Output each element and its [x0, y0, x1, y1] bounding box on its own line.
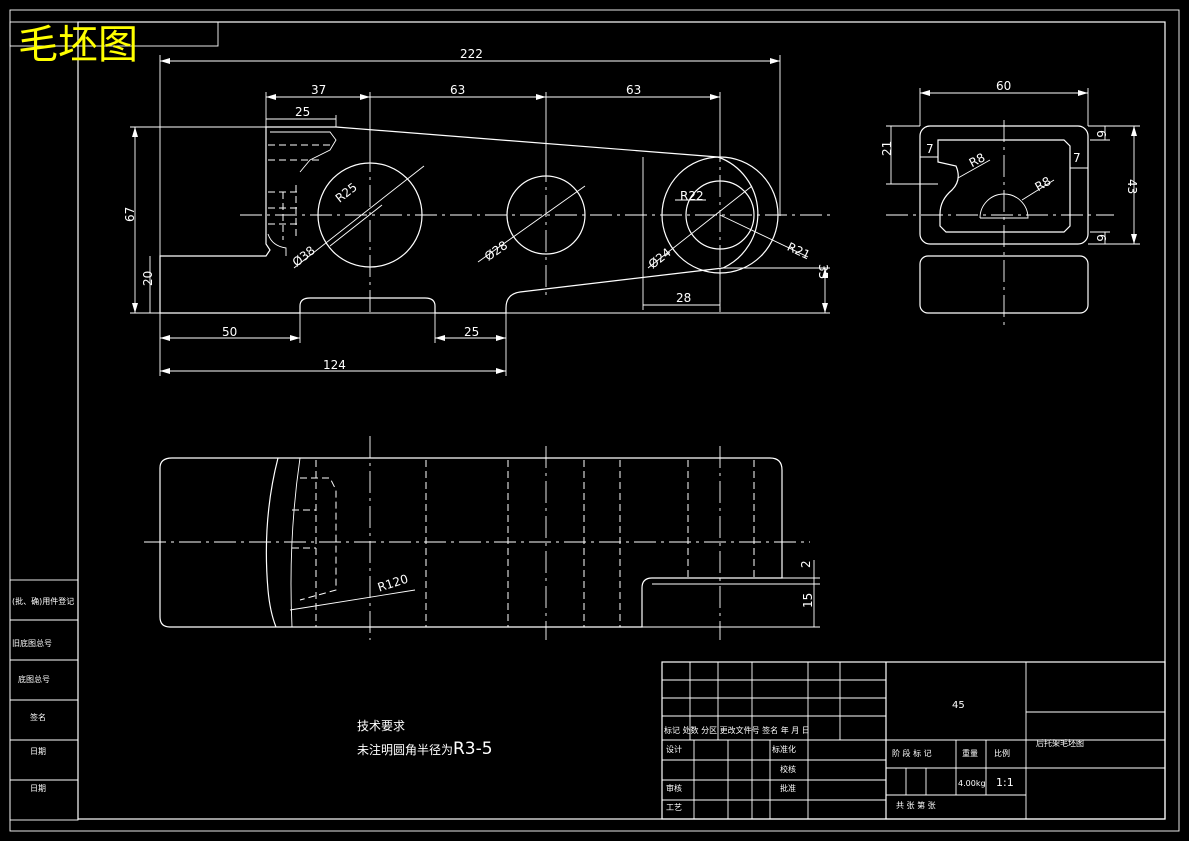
strip-label-3: 底图总号 [18, 674, 50, 684]
side-dim-21: 21 [880, 141, 894, 156]
title-block: 45 后托架毛坯图 标记 处数 分区 更改文件号 签名 年 月 日 设计 标准化… [661, 661, 1166, 820]
radius-25: R25 [333, 180, 360, 206]
title-block-standardize: 标准化 [772, 744, 796, 754]
top-dim-15: 15 [801, 593, 815, 608]
strip-label-1: (批、确)用件登记 [12, 596, 74, 606]
strip-label-4: 签名 [30, 712, 46, 722]
outer-frame [9, 9, 1180, 832]
dim-222: 222 [460, 47, 483, 61]
dim-50: 50 [222, 325, 237, 339]
top-view: R120 2 15 [144, 436, 820, 640]
title-block-process: 工艺 [666, 803, 682, 812]
title-block-design: 设计 [666, 744, 682, 754]
dim-28: 28 [676, 291, 691, 305]
side-dim-7-left: 7 [926, 142, 934, 156]
notes-heading: 技术要求 [357, 719, 405, 733]
side-dim-6-bottom: 6 [1094, 234, 1108, 242]
side-dim-6-top: 6 [1094, 130, 1108, 138]
notes-value: R3-5 [453, 739, 493, 759]
radius-21: R21 [785, 240, 812, 263]
dim-25-bottom: 25 [464, 325, 479, 339]
title-block-scale-label: 比例 [994, 748, 1010, 758]
left-strip: (批、确)用件登记 旧底图总号 底图总号 签名 日期 日期 [9, 579, 79, 821]
front-view: 222 37 63 63 25 67 20 50 25 124 28 35 R2… [123, 47, 830, 376]
side-radius-8-right: R8 [1033, 174, 1054, 194]
side-dim-7-right: 7 [1073, 151, 1081, 165]
dim-124: 124 [323, 358, 346, 372]
title-block-review: 审核 [666, 783, 682, 793]
title-block-material: 45 [952, 700, 965, 711]
side-dim-43: 43 [1125, 179, 1139, 194]
title-block-part-name: 后托架毛坯图 [1036, 738, 1084, 748]
diameter-24: Ø24 [646, 245, 674, 271]
side-radius-8-left: R8 [967, 150, 988, 170]
dim-25-top: 25 [295, 105, 310, 119]
title-block-scale: 1:1 [996, 776, 1014, 789]
title-block-mark-labels: 标记 处数 分区 更改文件号 签名 年 月 日 [664, 725, 810, 735]
side-view: 60 21 7 7 6 6 43 R8 R8 [880, 79, 1140, 326]
dim-63-a: 63 [450, 83, 465, 97]
dim-20: 20 [141, 271, 155, 286]
side-dim-60: 60 [996, 79, 1011, 93]
drawing-title: 毛坯图 [18, 22, 138, 68]
strip-label-2: 旧底图总号 [12, 638, 52, 648]
diameter-38: Ø38 [290, 243, 318, 269]
inner-frame [77, 21, 1166, 820]
dim-37: 37 [311, 83, 326, 97]
title-block-sheets: 共 张 第 张 [896, 800, 936, 810]
dim-35: 35 [816, 264, 830, 279]
title-block-weight-label: 重量 [962, 748, 978, 758]
title-box [9, 21, 219, 47]
title-block-stage-label: 阶 段 标 记 [892, 748, 932, 758]
title-block-weight: 4.00kg [958, 779, 986, 788]
top-dim-2: 2 [799, 560, 813, 568]
strip-label-5: 日期 [30, 747, 46, 756]
title-block-approve: 批准 [780, 783, 796, 793]
dim-63-b: 63 [626, 83, 641, 97]
strip-label-6: 日期 [30, 784, 46, 793]
dim-67: 67 [123, 207, 137, 222]
notes-text: 未注明圆角半径为 [357, 742, 453, 757]
radius-22: R22 [680, 189, 704, 203]
title-block-check: 校核 [780, 764, 796, 774]
